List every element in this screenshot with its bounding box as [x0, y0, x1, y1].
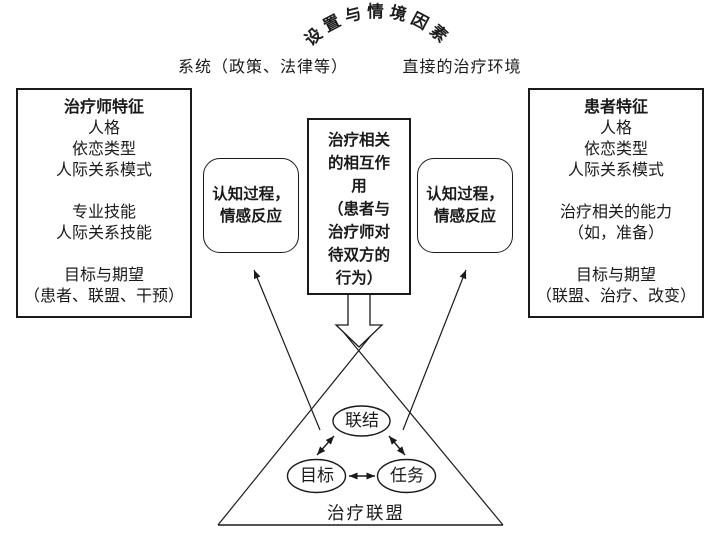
- arc-title: 设置与情境因素: [301, 1, 450, 50]
- cognitive-process-box-left: 认知过程， 情感反应: [203, 158, 299, 253]
- therapist-box-line: [18, 244, 190, 265]
- alliance-to-left-process-arrow: [253, 269, 321, 431]
- system-context-label: 系统（政策、法律等）: [177, 59, 348, 76]
- patient-box-line: 依恋类型: [583, 141, 648, 158]
- process-left-line: 情感反应: [219, 207, 282, 225]
- task-label: 任务: [390, 466, 424, 485]
- bond-task-arrow: [388, 435, 406, 456]
- treatment-interaction-box: 治疗相关 的相互作 用 （患者与 治疗师对 待双方的 行为）: [307, 118, 411, 295]
- interaction-box-line: 治疗师对: [327, 224, 390, 241]
- process-left-line: 认知过程，: [212, 185, 290, 203]
- interaction-box-line: 的相互作: [327, 155, 390, 172]
- patient-box-line: （如，准备）: [567, 225, 664, 242]
- patient-characteristics-box: 患者特征 人格 依恋类型 人际关系模式 治疗相关的能力 （如，准备） 目标与期望…: [528, 88, 704, 318]
- therapist-box-line: 依恋类型: [71, 141, 136, 158]
- goal-ellipse: [286, 458, 347, 494]
- interaction-box-line: （患者与: [327, 201, 390, 218]
- patient-box-line: 治疗相关的能力: [559, 204, 672, 221]
- therapist-box-line: 人际关系技能: [55, 225, 152, 242]
- task-ellipse: [376, 458, 437, 494]
- interaction-to-alliance-block-arrow: [334, 293, 384, 348]
- patient-box-line: 人际关系模式: [567, 162, 664, 179]
- therapist-box-line: （患者、联盟、干预）: [23, 288, 184, 305]
- patient-box-line: 目标与期望: [575, 267, 656, 284]
- bond-ellipse: [332, 405, 391, 437]
- interaction-box-line: 行为）: [335, 270, 383, 287]
- interaction-box-line: 治疗相关: [327, 132, 390, 149]
- triangle-left-side-line: [217, 327, 378, 526]
- bond-goal-arrow: [316, 435, 335, 456]
- alliance-to-right-process-arrow: [402, 269, 467, 431]
- cognitive-process-box-right: 认知过程， 情感反应: [417, 158, 513, 253]
- therapist-box-title: 治疗师特征: [63, 99, 144, 116]
- arc-title-text: 设置与情境因素: [301, 1, 455, 50]
- patient-box-title: 患者特征: [583, 99, 648, 116]
- patient-box-line: [530, 244, 702, 265]
- triangle-right-side-line: [339, 327, 504, 526]
- process-right-line: 认知过程，: [426, 185, 504, 203]
- therapist-box-line: 专业技能: [71, 204, 136, 221]
- bond-label: 联结: [345, 411, 379, 430]
- interaction-box-line: 待双方的: [327, 247, 390, 264]
- environment-context-label: 直接的治疗环境: [402, 59, 522, 76]
- therapeutic-alliance-label: 治疗联盟: [327, 503, 405, 523]
- patient-box-line: （联盟、治疗、改变）: [535, 288, 696, 305]
- therapist-box-line: [18, 181, 190, 202]
- therapist-characteristics-box: 治疗师特征 人格 依恋类型 人际关系模式 专业技能 人际关系技能 目标与期望 （…: [16, 88, 192, 318]
- goal-label: 目标: [300, 466, 334, 485]
- patient-box-line: 人格: [599, 120, 632, 137]
- patient-box-line: [530, 181, 702, 202]
- interaction-box-line: 用: [351, 178, 367, 195]
- therapist-box-line: 人格: [87, 120, 120, 137]
- therapist-box-line: 人际关系模式: [55, 162, 152, 179]
- process-right-line: 情感反应: [433, 207, 496, 225]
- therapist-box-line: 目标与期望: [63, 267, 144, 284]
